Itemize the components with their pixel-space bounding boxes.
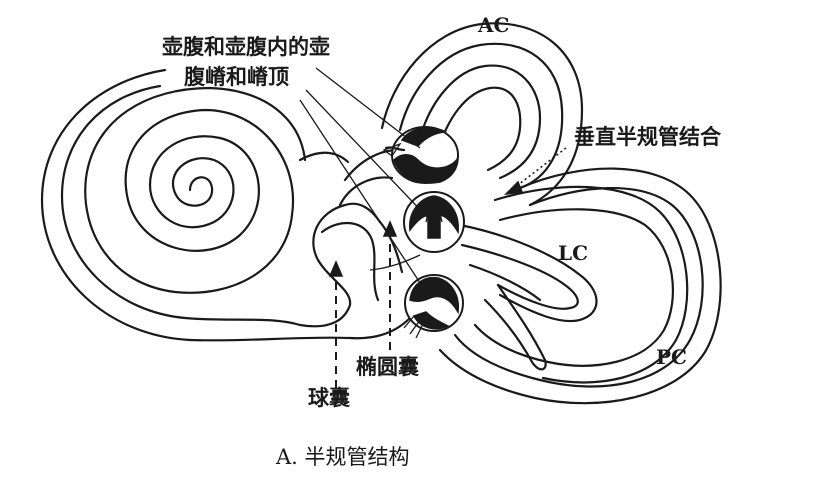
ampulla-middle	[403, 191, 465, 253]
utricle-dashed-arrow	[382, 220, 398, 350]
vestibule-body	[298, 148, 421, 340]
ampulla-pointer-lines	[299, 67, 431, 299]
saccule-dashed-arrow	[328, 260, 344, 388]
pc-label: PC	[656, 345, 687, 369]
figure-caption: A. 半规管结构	[275, 445, 410, 469]
ampulla-lower	[403, 274, 464, 339]
lc-label: LC	[558, 241, 588, 265]
lateral-canal	[458, 223, 598, 371]
saccule-label: 球囊	[308, 385, 350, 410]
ampulla-upper	[382, 126, 459, 184]
utricle-label: 椭圆囊	[356, 354, 419, 379]
ampulla-label-line1: 壶腹和壶腹内的壶	[162, 34, 330, 59]
cochlea-spiral	[40, 68, 352, 342]
ampulla-label-line2: 腹嵴和嵴顶	[184, 64, 289, 89]
junction-dotted-pointer	[503, 147, 567, 196]
ac-label: AC	[477, 13, 509, 37]
vertical-junction-label: 垂直半规管结合	[574, 124, 722, 149]
posterior-canal	[438, 167, 722, 405]
